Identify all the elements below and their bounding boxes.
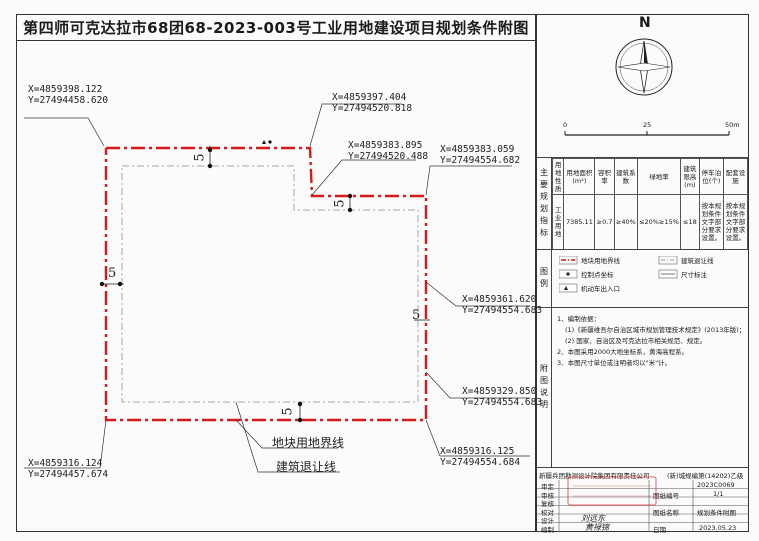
seal-stamp-icon [567,476,657,506]
vehicle-entrance-icon [262,140,272,144]
setback-mark-bottom: 5 [280,407,296,416]
note-line: (1)《新疆维吾尔自治区城市规划管理技术规定》(2013年版)； [565,326,746,334]
title-row-label: 编制 [541,525,554,534]
table-row: 工业用地 7385.11 ≥0.7 ≥40% ≤20%≥15% ≤18 按本规划… [551,194,749,250]
legend-item: 地块用地界线 [581,257,620,265]
scale-bar [564,131,730,136]
indicator-table: 用地性质 用地面积(m²) 容积率 建筑系数 绿地率 建筑限高(m) 停车泊位(… [551,158,749,250]
table-cell: 用地性质 [551,158,565,195]
note-line: 3、本图尺寸单位或注明者均以"米"计。 [557,359,672,367]
compiler-signature: 黄禄锦 [585,523,609,532]
drawing-number-label: 图纸编号 [653,491,679,500]
table-cell: ≤18 [679,194,700,250]
drawing-name-label: 图纸名称 [653,508,679,517]
scale-label-50: 50m [725,121,740,129]
table-cell: 工业用地 [551,194,565,250]
setback-mark-left: 5 [108,266,117,281]
drawing-name: 规划条件附图 [697,508,736,517]
date-label: 日期 [653,525,666,534]
legend-section: 图例 地块用地界线 建筑退让线 控制点坐标 尺寸标注 机动车出入口 [537,249,748,307]
table-cell: ≥40% [613,194,639,250]
info-panel: N 0 25 50m 主要规划指标 用地性质 用地面积(m²) 容积率 建筑系数… [536,14,749,534]
table-cell: 按本规划条件文字部分要求设置。 [698,194,724,250]
designer-signature: 刘远东 [581,514,605,523]
title-block: 新疆兵团勘测设计院集团有限责任公司 (新)城规编第(14202)乙级 审定 审核… [537,467,748,534]
setback-mark-right: 5 [412,308,421,323]
main-drawing-frame [16,40,536,532]
boundary-label: 地块用地界线 [272,436,345,450]
notes-section-label: 附图说明 [537,308,552,467]
date-value: 2023.05.23 [699,523,737,532]
title-row-label: 设计 [541,517,554,525]
title-row-label: 校对 [541,508,554,517]
dimension-marks [100,146,430,422]
table-cell: 按本规划条件文字部分要求设置。 [722,194,749,250]
table-cell: 7385.11 [563,194,596,250]
table-cell: 用地面积(m²) [563,158,596,195]
setback-line [121,165,419,403]
setback-label: 建筑退让线 [276,460,337,474]
boundary-line [104,146,428,422]
table-cell: ≤20%≥15% [637,194,681,250]
drawing-title: 第四师可克达拉市68团68-2023-003号工业用地建设项目规划条件附图 [16,14,536,40]
drawing-number: 1/1 [713,489,724,498]
notes-text: 1、编制依据： (1)《新疆维吾尔自治区城市规划管理技术规定》(2013年版)；… [557,314,745,369]
legend-section-label: 图例 [537,250,552,307]
note-line: 2、本图采用2000大地坐标系，黄海高程系。 [557,348,689,356]
compass-rose [615,38,673,96]
legend-item: 机动车出入口 [581,285,620,293]
control-points [99,147,353,423]
notes-section: 附图说明 1、编制依据： (1)《新疆维吾尔自治区城市规划管理技术规定》(201… [537,307,748,467]
setback-mark-notch: 5 [332,199,348,208]
table-cell: 建筑限高(m) [679,158,700,195]
cert-number: (新)城规编第(14202)乙级 [667,472,744,480]
table-cell: 建筑系数 [613,158,639,195]
note-line: (2) 国家、自治区及可克达拉市相关规范、规定。 [565,337,707,345]
setback-mark-top: 5 [192,153,208,162]
indicator-header-row: 用地性质 用地面积(m²) 容积率 建筑系数 绿地率 建筑限高(m) 停车泊位(… [551,158,749,195]
legend-item: 建筑退让线 [681,257,714,265]
legend-item: 尺寸标注 [681,271,707,279]
title-row-label: 审定 [541,483,554,491]
table-cell: 容积率 [594,158,615,195]
note-line: 1、编制依据： [557,315,601,323]
indicator-section-label: 主要规划指标 [537,158,552,249]
coord-leaders [24,103,530,473]
table-cell: 配套设施 [722,158,749,195]
scale-label-25: 25 [643,121,652,129]
project-code: 2023C0069 [697,481,735,489]
legend-symbols [559,256,678,293]
table-cell: 绿地率 [637,158,681,195]
title-row-label: 复核 [541,500,554,508]
indicator-section: 主要规划指标 用地性质 用地面积(m²) 容积率 建筑系数 绿地率 建筑限高(m… [537,157,749,250]
org-name: 新疆兵团勘测设计院集团有限责任公司 [539,472,650,480]
north-label: N [639,15,651,31]
table-cell: ≥0.7 [594,194,615,250]
title-row-label: 审核 [541,491,554,500]
scale-label-0: 0 [563,121,568,129]
legend-item: 控制点坐标 [581,271,614,279]
table-cell: 停车泊位(个) [698,158,724,195]
